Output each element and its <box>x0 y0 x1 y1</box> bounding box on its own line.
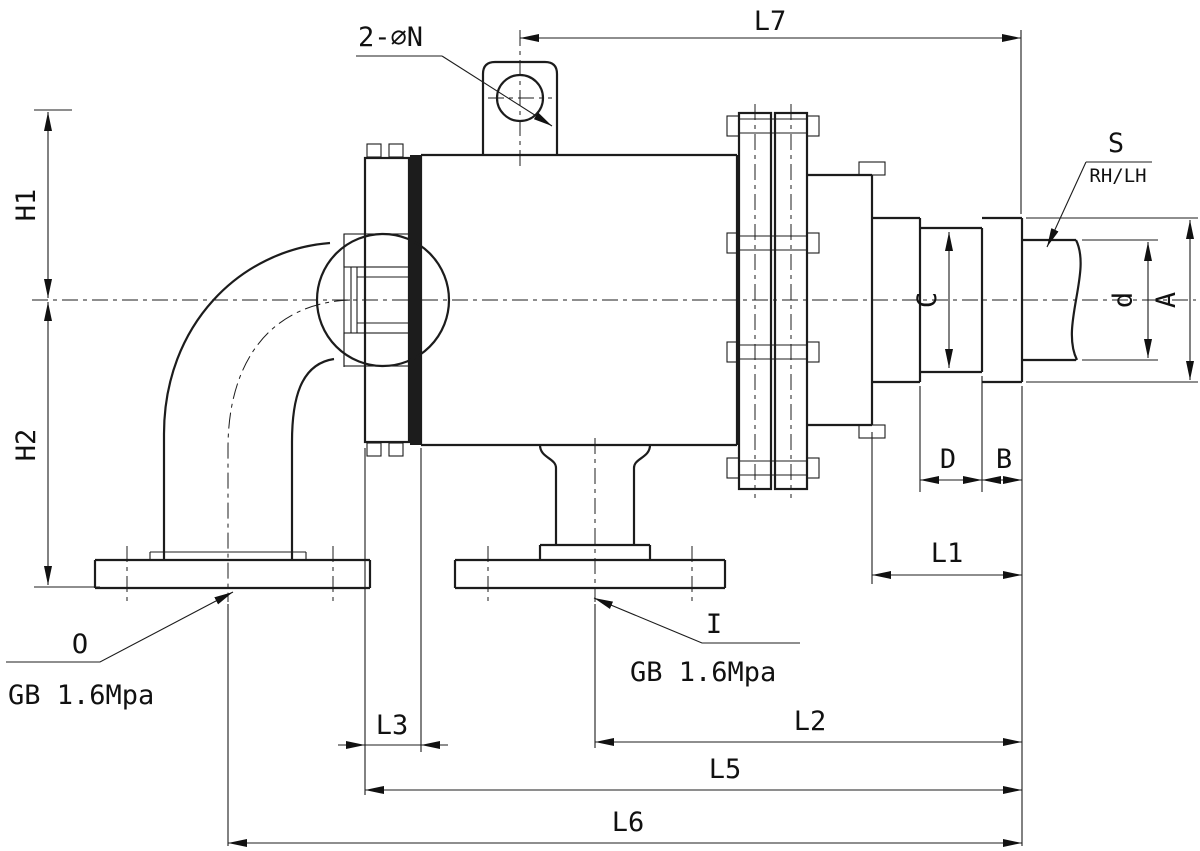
callout-port-o: O GB 1.6Mpa <box>6 591 234 711</box>
dim-a: A <box>1026 217 1198 383</box>
label-hole-callout: 2-∅N <box>358 22 423 53</box>
label-d-small: d <box>1108 292 1139 308</box>
port-o-flange <box>93 558 372 590</box>
port-i-outlet <box>453 444 727 590</box>
callout-port-i: I GB 1.6Mpa <box>593 597 800 688</box>
label-l6: L6 <box>612 807 645 838</box>
label-d-cap: D <box>940 444 956 475</box>
dim-d-cap: D <box>919 376 983 492</box>
label-l2: L2 <box>794 706 827 737</box>
dim-l1: L1 <box>871 432 1022 584</box>
hatched-section-bottom <box>343 332 410 367</box>
elbow-pipe <box>149 241 335 560</box>
label-o-spec: GB 1.6Mpa <box>8 680 154 711</box>
elbow-centerline <box>227 299 351 602</box>
gasket <box>410 155 420 445</box>
dim-h1: H1 <box>11 109 72 298</box>
flange-pair <box>725 111 821 491</box>
label-i-spec: GB 1.6Mpa <box>630 657 776 688</box>
label-s: S <box>1108 128 1124 159</box>
shaft <box>872 216 1082 384</box>
left-flange-bolts <box>366 143 404 457</box>
label-rh-lh: RH/LH <box>1089 165 1146 187</box>
dim-c: C <box>912 232 953 368</box>
hatched-section-top <box>343 233 410 268</box>
ball-joint <box>315 232 451 368</box>
label-i-port: I <box>706 609 722 640</box>
dim-l6: L6 <box>227 604 1022 847</box>
bearing-housing <box>807 161 886 439</box>
left-flange <box>363 143 420 457</box>
cap-bolt-top <box>858 161 886 176</box>
label-l1: L1 <box>931 538 964 569</box>
dim-h2: H2 <box>11 302 100 588</box>
label-l3: L3 <box>376 710 409 741</box>
dim-l2: L2 <box>594 584 1023 846</box>
callout-thread: S RH/LH <box>1046 128 1152 248</box>
label-a: A <box>1151 292 1182 308</box>
lug-hole <box>495 73 545 123</box>
shaft-break-line <box>1070 239 1082 361</box>
top-lug <box>481 60 559 155</box>
label-l7: L7 <box>754 6 787 37</box>
dim-d-small: d <box>1082 239 1158 361</box>
label-h1: H1 <box>11 189 42 222</box>
label-c: C <box>912 292 943 308</box>
label-h2: H2 <box>11 429 42 462</box>
dim-b: B <box>982 386 1023 584</box>
label-l5: L5 <box>709 754 742 785</box>
ball-bore <box>343 234 421 367</box>
label-o-port: O <box>72 629 88 660</box>
dim-l3: L3 <box>338 448 448 795</box>
dim-l7: L7 <box>520 6 1022 214</box>
dim-l5: L5 <box>365 754 1022 794</box>
callout-hole: 2-∅N <box>356 22 553 127</box>
centerlines <box>32 30 1196 602</box>
label-b: B <box>996 444 1012 475</box>
main-body <box>419 153 739 447</box>
